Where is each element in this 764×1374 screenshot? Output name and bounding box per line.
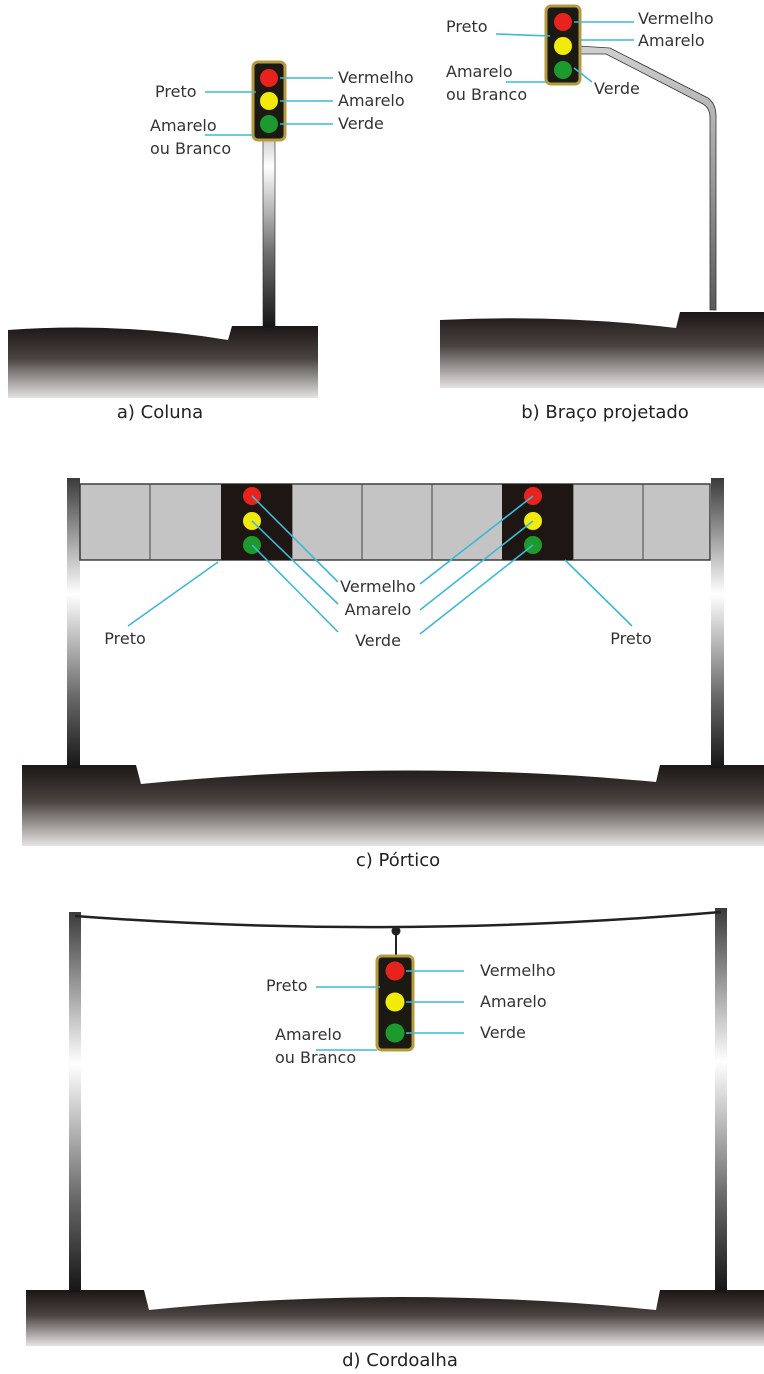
right-post [711,478,724,768]
ground [22,765,764,846]
leader-line [251,544,339,633]
label-red: Vermelho [638,9,714,28]
wire-clamp [391,926,401,936]
red-lamp [385,961,405,981]
label-red: Vermelho [338,68,414,87]
yellow-lamp [385,992,405,1012]
red-lamp [554,13,572,31]
label-green: Verde [355,631,401,650]
label-yellow: Amarelo [480,992,547,1011]
label-border-line1: Amarelo [446,62,513,81]
left-post [69,912,81,1292]
ground [8,326,318,398]
label-green: Verde [594,79,640,98]
green-lamp [554,61,572,79]
arm [577,45,717,311]
leader-line [419,544,534,635]
leader-line [251,495,339,583]
pole [262,137,276,329]
leader-line [564,559,633,627]
ground [440,312,764,388]
yellow-lamp [260,92,278,110]
label-yellow: Amarelo [638,31,705,50]
signal-head [502,484,573,560]
leader-line [419,495,534,585]
span-wire [74,910,722,929]
panel-span-wire: Preto Vermelho Amarelo Verde Amarelo ou … [26,908,764,1371]
label-red: Vermelho [480,961,556,980]
green-lamp [260,115,278,133]
label-black: Preto [266,976,308,995]
green-lamp [385,1023,405,1043]
caption: d) Cordoalha [342,1350,458,1371]
caption: b) Braço projetado [521,402,689,423]
ground [26,1290,764,1346]
label-green: Verde [480,1023,526,1042]
label-border-line1: Amarelo [150,116,217,135]
label-border-line2: ou Branco [446,85,527,104]
signal-head [544,4,582,86]
caption: c) Pórtico [356,850,440,871]
label-yellow: Amarelo [345,600,412,619]
label-black: Preto [446,17,488,36]
label-red: Vermelho [340,577,416,596]
gantry-beam [79,483,711,561]
label-border-line2: ou Branco [275,1048,356,1067]
label-border-line1: Amarelo [275,1025,342,1044]
label-black-left: Preto [104,629,146,648]
leader-line [419,520,534,611]
leader-line [127,561,219,627]
left-post [67,478,80,768]
red-lamp [260,69,278,87]
signal-head [375,954,415,1052]
label-black-right: Preto [610,629,652,648]
label-green: Verde [338,114,384,133]
caption: a) Coluna [117,402,203,423]
right-post [715,908,727,1292]
yellow-lamp [554,37,572,55]
leader-line [573,67,593,83]
label-border-line2: ou Branco [150,139,231,158]
label-black: Preto [155,82,197,101]
leader-line [495,33,551,37]
panel-projected-arm: Preto Vermelho Amarelo Verde Amarelo ou … [440,4,764,423]
panel-gantry: Vermelho Amarelo Verde Preto Preto c) Pó… [22,478,764,871]
panel-column: Preto Vermelho Amarelo Verde Amarelo ou … [8,60,414,423]
leader-line [251,520,339,605]
label-yellow: Amarelo [338,91,405,110]
